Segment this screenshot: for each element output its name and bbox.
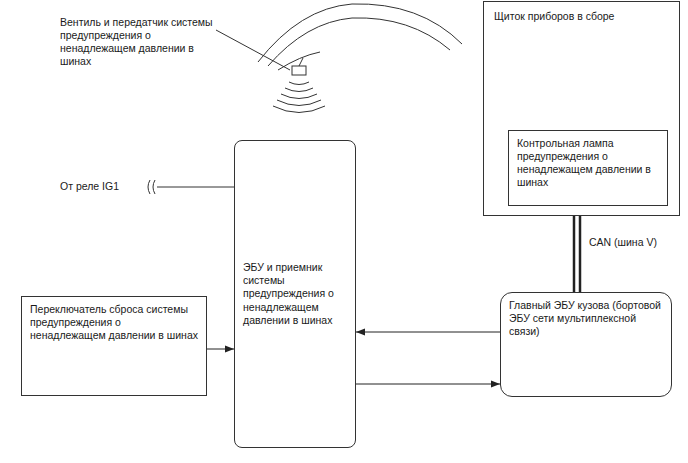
radio-wave [289,82,309,85]
tire-outline [268,18,450,66]
radio-wave [285,88,313,92]
node-text: Главный ЭБУ кузова (бортовой ЭБУ сети му… [509,299,663,338]
ecu-box: ЭБУ и приемник системы предупреждения о … [234,140,356,448]
wire [356,332,500,333]
wire [579,216,582,292]
ig1-wire [148,180,234,194]
wire [157,187,234,188]
radio-wave [281,94,317,99]
wire [356,384,500,385]
signal-arrow [356,384,500,385]
wire-break [148,180,150,194]
signal-arrow [207,349,234,350]
can-bus-line [574,216,580,292]
part-label: Вентиль и передатчик системы предупрежде… [60,16,220,69]
wire [207,349,234,350]
part-label: От реле IG1 [60,180,150,193]
wire-break [153,180,155,194]
node-text: ЭБУ и приемник системы предупреждения о … [243,261,347,327]
tire-outline [258,4,462,62]
node-text: Щиток приборов в сборе [494,10,669,23]
cluster-box: Щиток приборов в сбореКонтрольная лампа … [483,1,680,216]
tire-drawing [258,4,462,113]
radio-wave [273,106,325,113]
edge-label: CAN (шина V) [589,236,657,249]
switch-box: Переключатель сброса системы предупрежде… [21,296,207,396]
valve-transmitter [292,66,306,75]
node-text: Контрольная лампа предупреждения о ненад… [517,137,659,190]
valve-stem [299,58,303,66]
radio-wave [277,100,321,106]
lamp-box: Контрольная лампа предупреждения о ненад… [508,130,668,206]
node-text: Переключатель сброса системы предупрежде… [30,303,198,342]
wire [573,216,576,292]
signal-arrow [356,332,500,333]
leader-line [216,30,290,70]
ecu-box: Главный ЭБУ кузова (бортовой ЭБУ сети му… [500,292,672,397]
